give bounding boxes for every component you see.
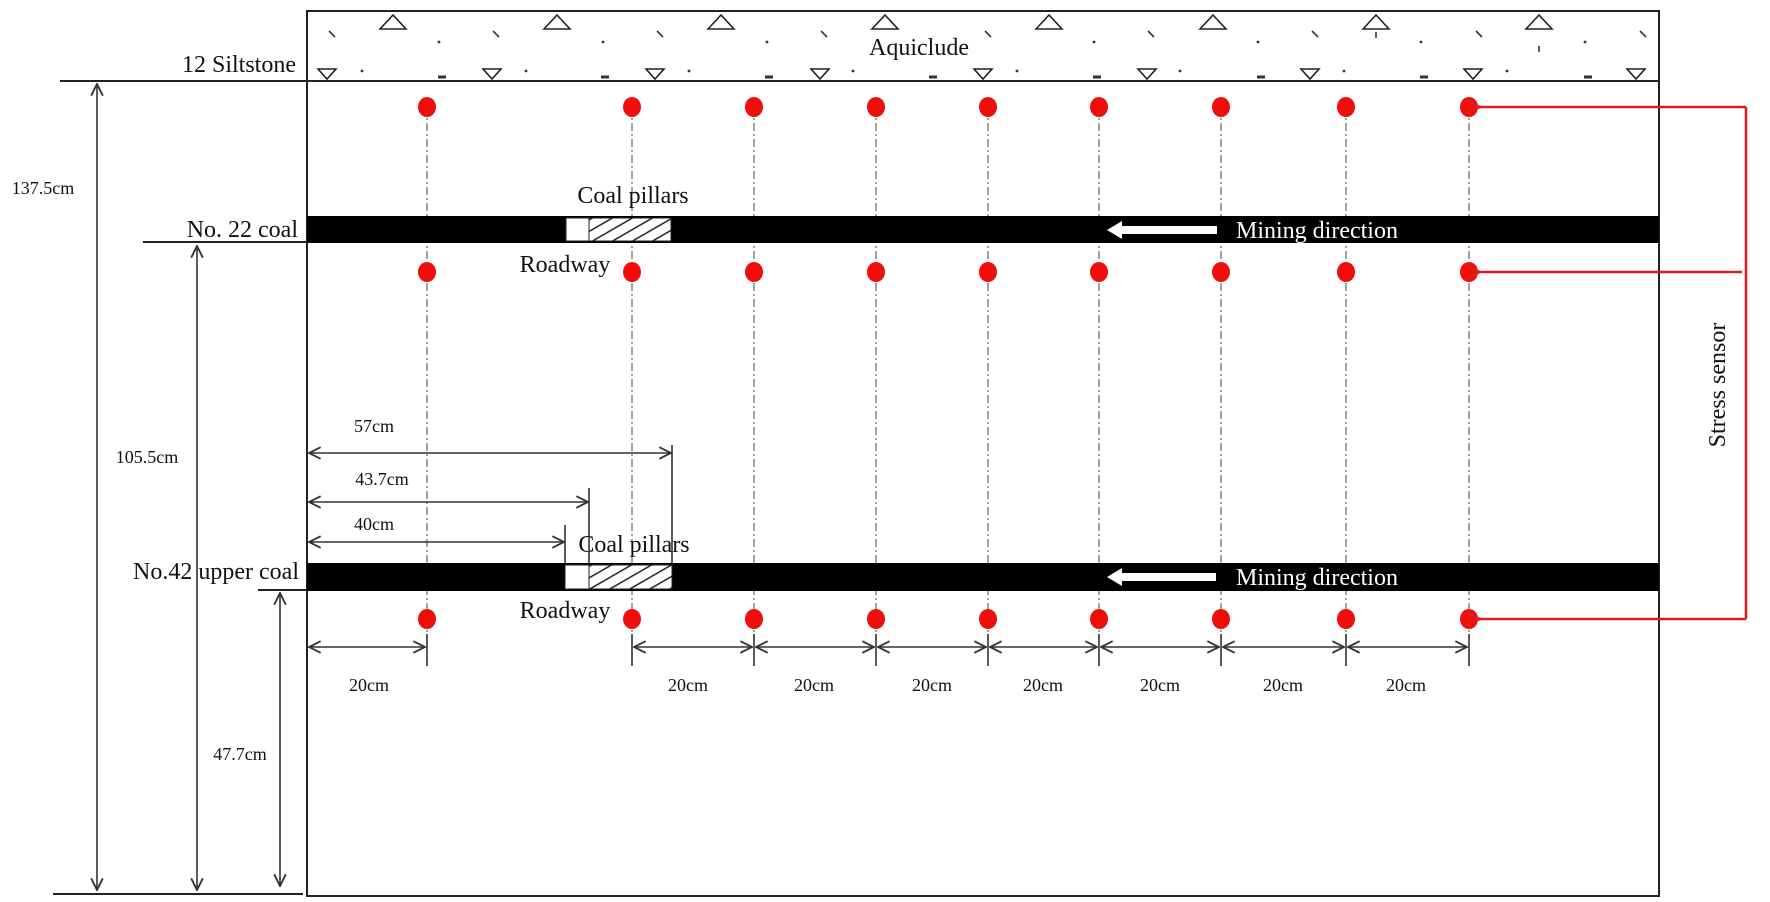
upper-coal-seam: Mining direction — [307, 216, 1659, 244]
spacing-label-2: 20cm — [668, 675, 708, 695]
dim-40cm-label: 40cm — [354, 514, 394, 534]
sensor-guide-lines — [426, 107, 1470, 640]
upper-roadway — [565, 217, 590, 242]
lower-seam-label: No.42 upper coal — [133, 559, 299, 585]
vertical-dimension-arrows — [53, 84, 303, 895]
dim-57cm-label: 57cm — [354, 416, 394, 436]
upper-seam-label: No. 22 coal — [187, 217, 299, 243]
upper-coal-pillars-label: Coal pillars — [577, 183, 688, 209]
spacing-label-6: 20cm — [1140, 675, 1180, 695]
aquiclude-symbol-triangles-up — [378, 13, 1554, 30]
spacing-label-8: 20cm — [1386, 675, 1426, 695]
aquiclude-layer: Aquiclude — [60, 13, 1659, 82]
lower-coal-pillar — [588, 564, 673, 590]
dim-47-7cm-label: 47.7cm — [213, 744, 267, 764]
pillar-dimension-lines — [309, 445, 673, 563]
aquiclude-dots — [360, 40, 1587, 73]
aquiclude-symbol-marks — [328, 30, 1647, 79]
spacing-label-4: 20cm — [912, 675, 952, 695]
lower-coal-pillars-label: Coal pillars — [578, 532, 689, 558]
dim-105-5cm-label: 105.5cm — [116, 447, 179, 467]
upper-mining-direction-arrow-icon — [1107, 221, 1217, 239]
stress-sensor-label: Stress sensor — [1705, 323, 1731, 448]
model-frame — [306, 10, 1660, 897]
lower-mining-direction-label: Mining direction — [1236, 565, 1398, 591]
spacing-label-7: 20cm — [1263, 675, 1303, 695]
upper-mining-direction-label: Mining direction — [1236, 218, 1398, 244]
spacing-label-5: 20cm — [1023, 675, 1063, 695]
lower-mining-direction-arrow-icon — [1107, 568, 1216, 586]
aquiclude-label: Aquiclude — [869, 35, 969, 61]
siltstone-label: 12 Siltstone — [182, 52, 296, 78]
dim-43-7cm-label: 43.7cm — [355, 469, 409, 489]
upper-coal-pillar — [588, 217, 672, 242]
dim-137-5cm-label: 137.5cm — [12, 178, 75, 198]
sensor-row-top — [418, 97, 1478, 117]
spacing-label-3: 20cm — [794, 675, 834, 695]
lower-roadway — [564, 564, 590, 590]
sensor-spacing-dimensions — [309, 634, 1470, 666]
stress-sensor-leaders — [1478, 107, 1748, 619]
upper-roadway-label: Roadway — [520, 252, 611, 278]
aquiclude-symbol-triangles-down — [316, 68, 1647, 81]
spacing-label-1: 20cm — [349, 675, 389, 695]
lower-coal-seam: Mining direction — [307, 563, 1659, 591]
lower-roadway-label: Roadway — [520, 598, 611, 624]
